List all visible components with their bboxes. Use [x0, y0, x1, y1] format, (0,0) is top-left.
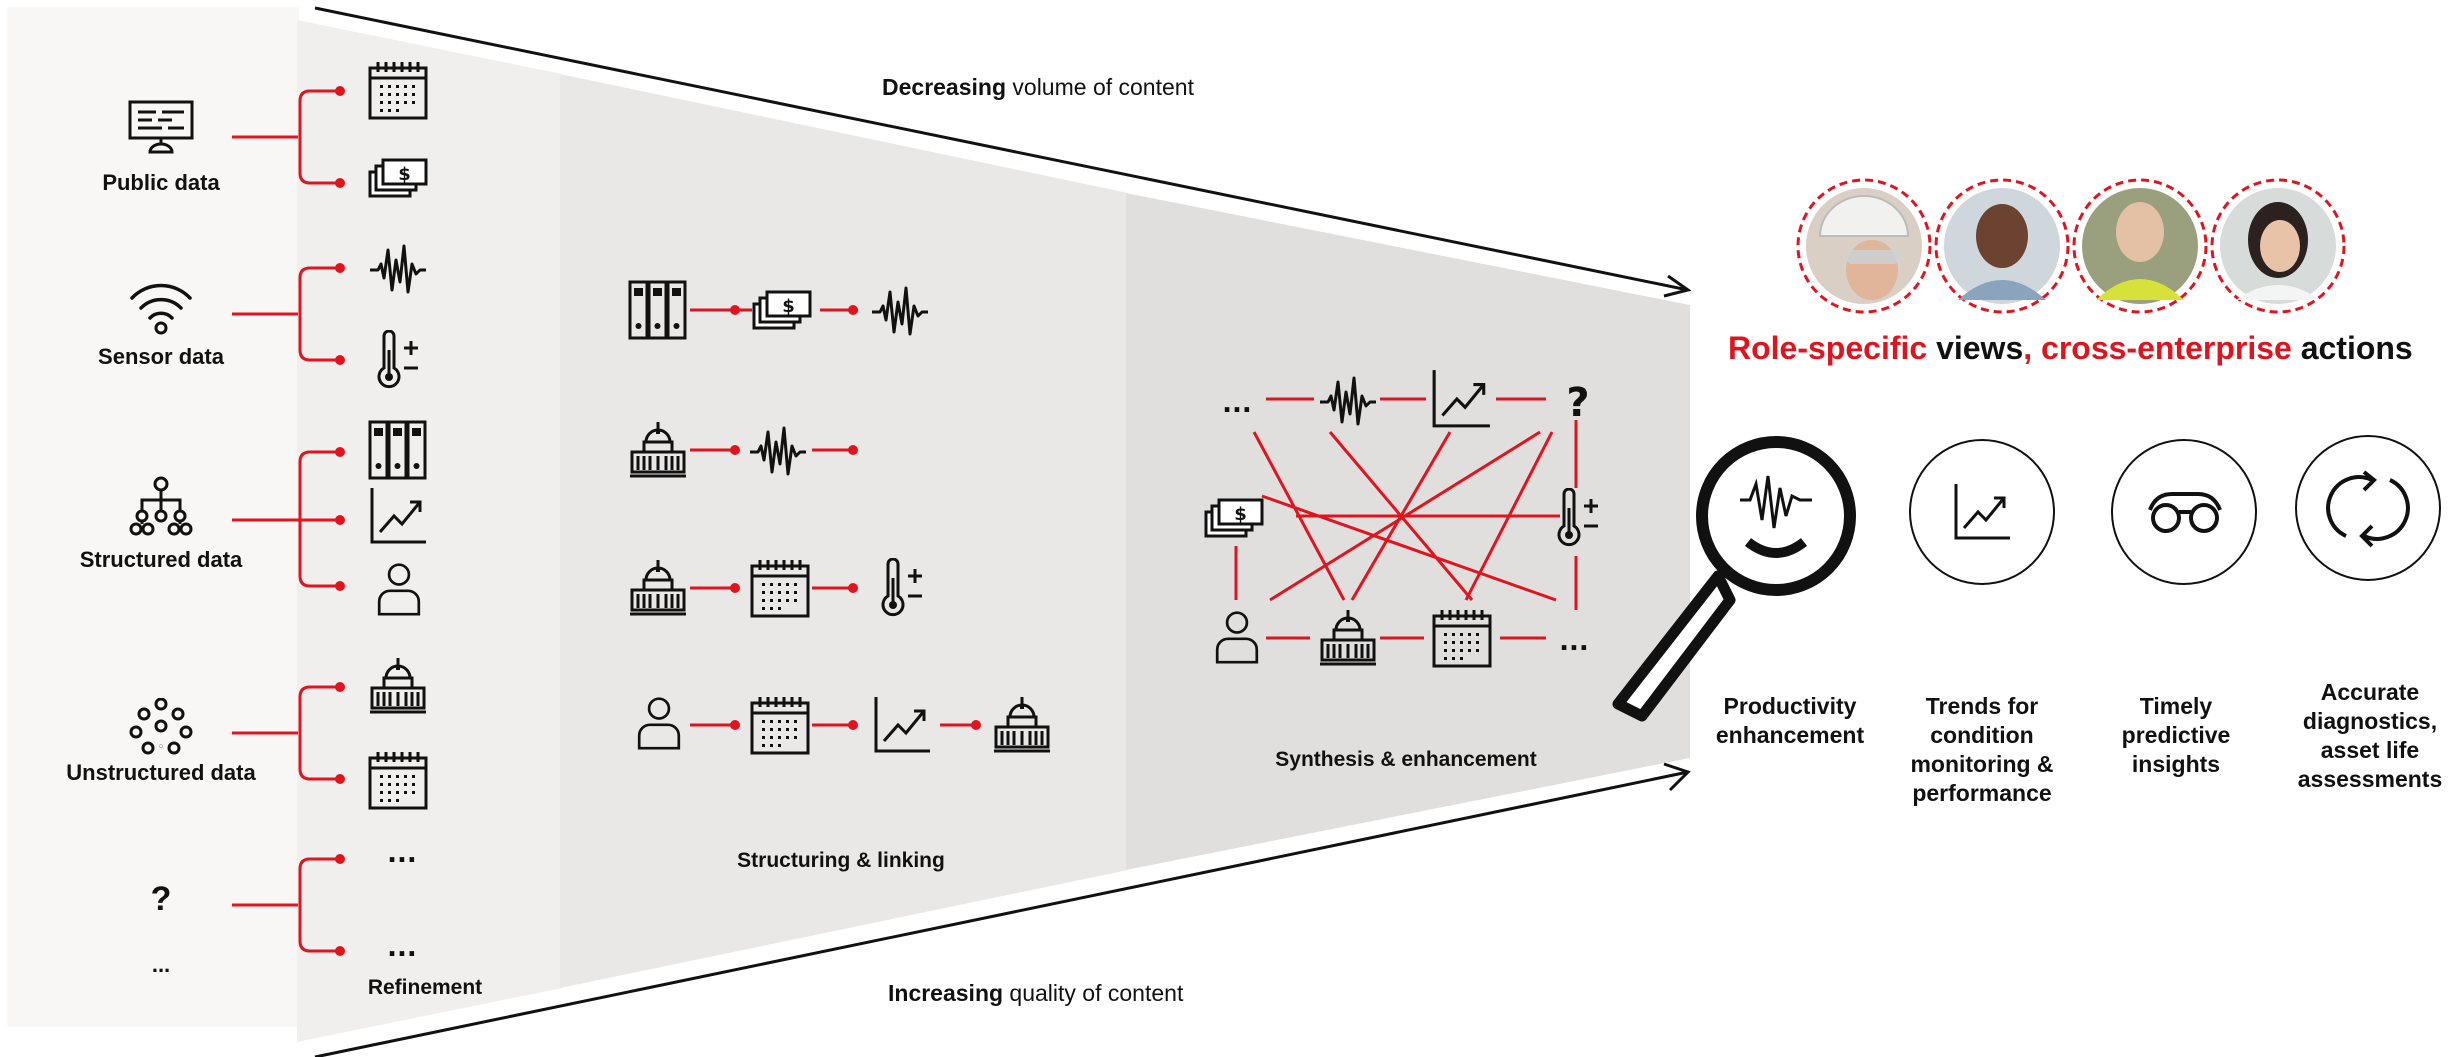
stage-label-refinement: Refinement	[367, 976, 483, 999]
headline-views: views	[1927, 330, 2024, 366]
headline-role-specific: Role-specific	[1728, 330, 1928, 366]
bottom-axis-label: Increasing quality of content	[888, 980, 1183, 1007]
sources-panel	[7, 7, 299, 1027]
source-label-unknown: ?	[150, 880, 172, 918]
trend-chart-icon	[1909, 439, 2055, 585]
refinement-ellipsis-1: ...	[387, 839, 417, 869]
synthesis-ellipsis-2: ...	[1559, 627, 1589, 657]
stage-label-synthesis: Synthesis & enhancement	[1275, 748, 1537, 771]
synthesis-panel	[1126, 193, 1690, 870]
bottom-funnel-arrow	[314, 762, 1691, 1057]
source-label-structured: Structured data	[79, 547, 243, 572]
top-axis-text: volume of content	[1006, 74, 1194, 100]
question-mark: ?	[1566, 380, 1589, 426]
structuring-connector-dots	[730, 305, 981, 730]
outcome-label-insights: Timely predictive insights	[2121, 693, 2231, 777]
refinement-connectors	[232, 89, 340, 953]
outcome-label-diagnostics: Accurate diagnostics, asset life assessm…	[2297, 679, 2443, 792]
source-sublabel-unknown: ...	[151, 952, 171, 977]
role-headline: Role-specific views, cross-enterprise ac…	[1728, 330, 2413, 367]
headline-cross-enterprise: , cross-enterprise	[2023, 330, 2292, 366]
top-axis-label: Decreasing volume of content	[882, 74, 1194, 101]
binoculars-icon	[2111, 439, 2257, 585]
avatar-engineer	[1796, 178, 1932, 314]
structuring-connectors	[690, 308, 976, 727]
magnifier-pulse-icon	[1612, 436, 1856, 722]
bottom-axis-bold: Increasing	[888, 980, 1004, 1006]
refinement-ellipsis-2: ...	[387, 933, 417, 963]
top-funnel-arrow	[314, 6, 1692, 298]
avatar-woman	[2210, 178, 2346, 314]
source-label-sensor: Sensor data	[98, 344, 224, 369]
refresh-cycle-icon	[2295, 435, 2441, 581]
headline-actions: actions	[2291, 330, 2413, 366]
synthesis-ellipsis-1: ...	[1222, 389, 1252, 419]
refinement-connector-dots	[335, 86, 345, 956]
avatar-worker	[2072, 178, 2208, 314]
outcome-label-trends: Trends for condition monitoring & perfor…	[1910, 693, 2054, 806]
synthesis-links	[1234, 397, 1578, 640]
source-label-public: Public data	[102, 170, 220, 195]
persona-avatars	[1796, 178, 2346, 314]
source-label-unstructured: Unstructured data	[66, 760, 256, 785]
top-axis-bold: Decreasing	[882, 74, 1007, 100]
stage-label-structuring: Structuring & linking	[737, 849, 945, 872]
outcome-label-productivity: Productivity enhancement	[1715, 693, 1865, 748]
refinement-panel	[297, 20, 562, 1042]
bottom-axis-text: quality of content	[1003, 980, 1184, 1006]
avatar-businessman	[1934, 178, 2070, 314]
structuring-panel	[560, 74, 1128, 988]
